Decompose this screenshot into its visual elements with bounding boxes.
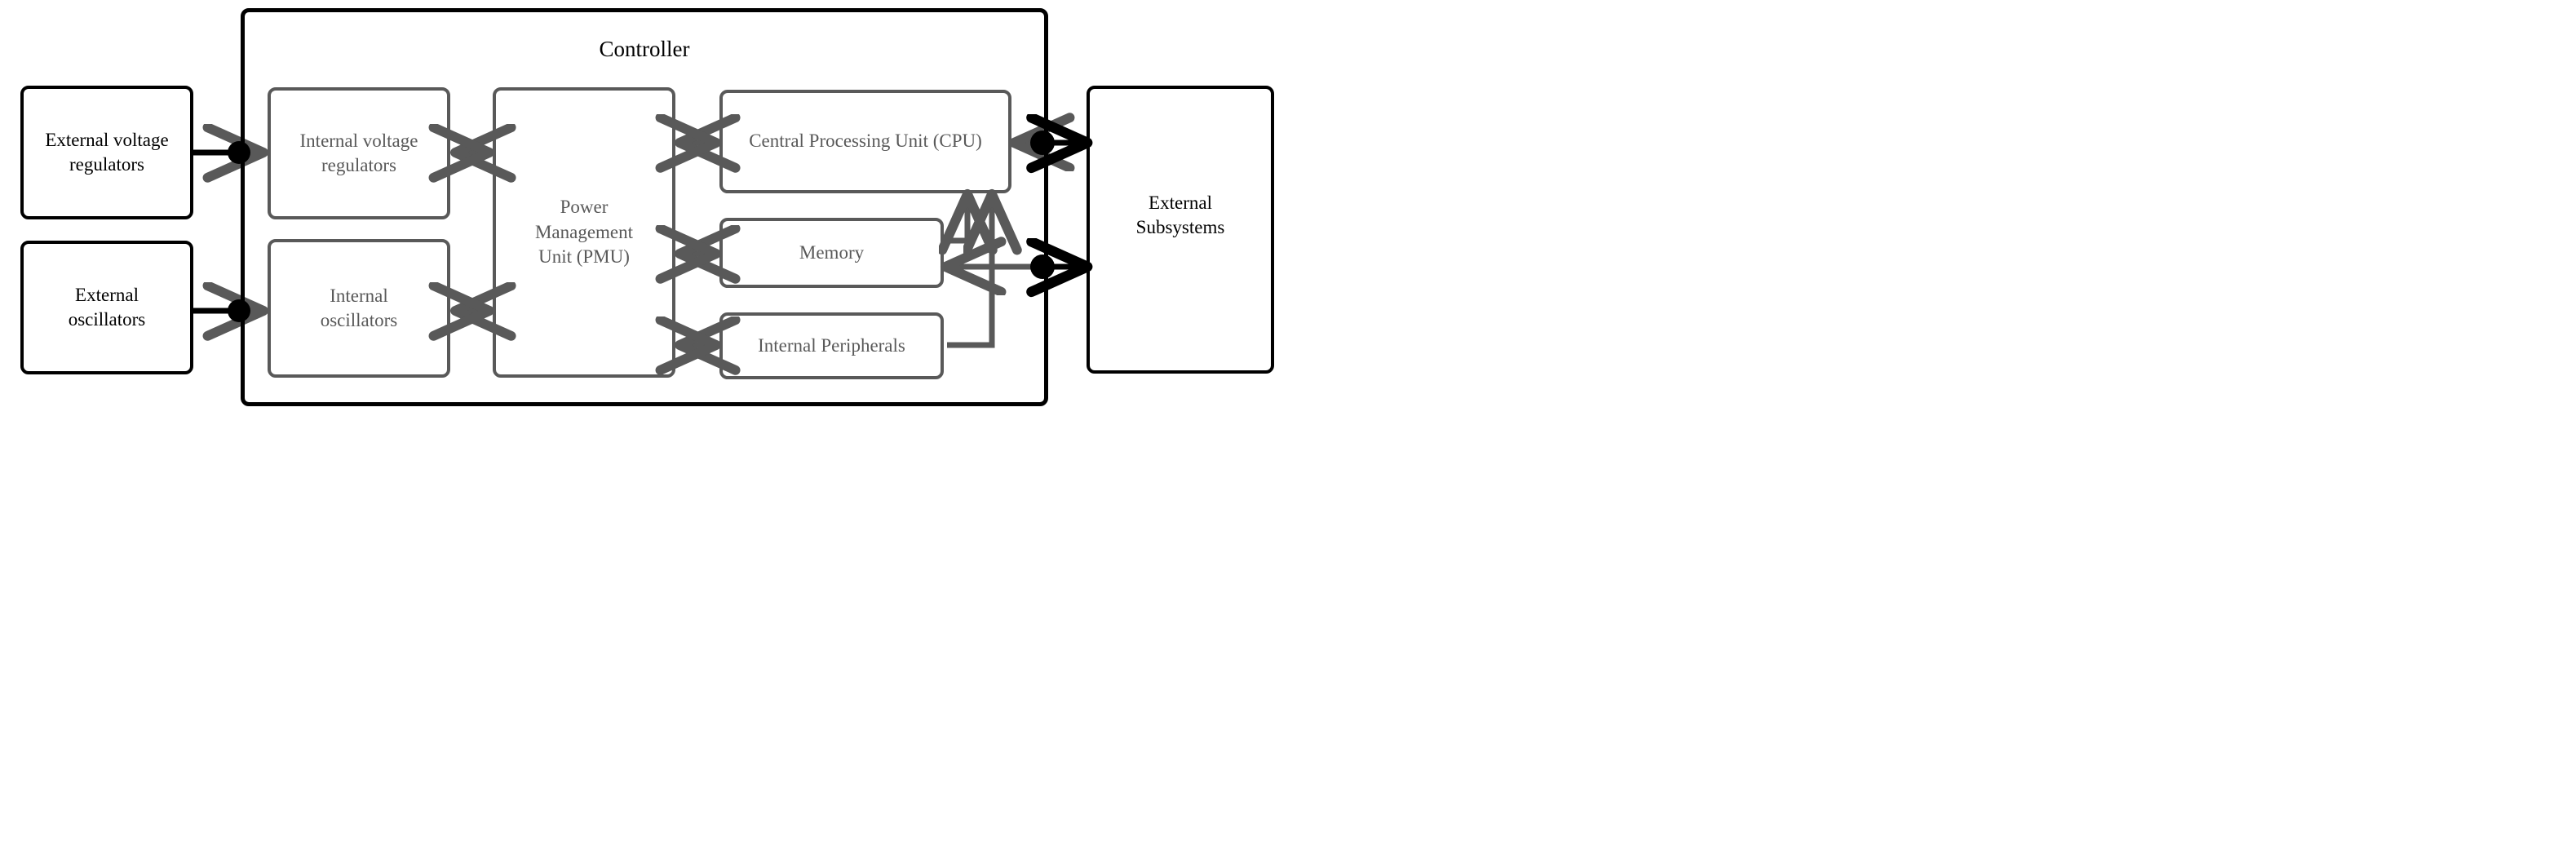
controller-boundary xyxy=(241,8,1048,406)
external-subsystems-block[interactable]: External Subsystems xyxy=(1087,86,1274,374)
power-management-unit-label: Power Management Unit (PMU) xyxy=(534,197,634,268)
junction-dot-oscillator xyxy=(228,299,250,322)
junction-dot-memory-subsystems xyxy=(1030,255,1055,279)
memory-block[interactable]: Memory xyxy=(719,218,944,288)
internal-peripherals-block[interactable]: Internal Peripherals xyxy=(719,312,944,379)
internal-voltage-regulators-label: Internal voltage regulators xyxy=(299,130,418,175)
junction-dot-cpu-subsystems xyxy=(1030,131,1055,155)
internal-peripherals-label: Internal Peripherals xyxy=(758,334,905,356)
central-processing-unit-label: Central Processing Unit (CPU) xyxy=(749,131,982,152)
external-oscillators-block[interactable]: External oscillators xyxy=(20,241,193,374)
internal-voltage-regulators-block[interactable]: Internal voltage regulators xyxy=(268,87,450,219)
connector-cpu-to-internal-peripherals-return xyxy=(947,196,992,348)
junction-dot-voltage xyxy=(228,141,250,164)
power-management-unit-block[interactable]: Power Management Unit (PMU) xyxy=(493,87,675,378)
memory-label: Memory xyxy=(799,241,865,263)
internal-oscillators-block[interactable]: Internal oscillators xyxy=(268,239,450,378)
external-oscillators-label: External oscillators xyxy=(68,284,146,330)
controller-label: Controller xyxy=(599,37,690,61)
central-processing-unit-block[interactable]: Central Processing Unit (CPU) xyxy=(719,90,1011,193)
external-voltage-regulators-label: External voltage regulators xyxy=(45,129,169,175)
external-subsystems-label: External Subsystems xyxy=(1135,193,1225,238)
external-voltage-regulators-block[interactable]: External voltage regulators xyxy=(20,86,193,219)
internal-oscillators-label: Internal oscillators xyxy=(320,285,398,330)
